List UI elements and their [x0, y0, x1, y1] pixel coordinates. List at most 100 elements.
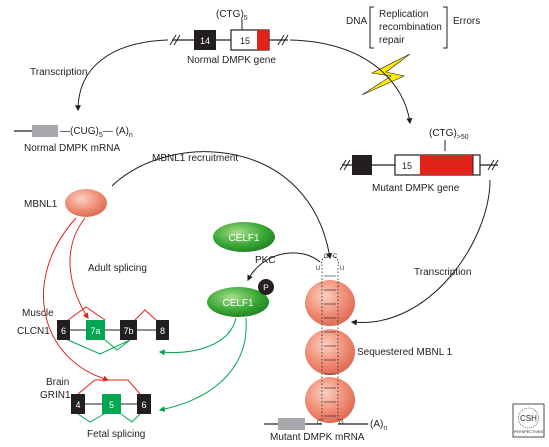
grin1-fetal-connectors: [77, 413, 141, 423]
normal-mrna-seq: —(CUG)5— (A)n: [60, 126, 133, 139]
hairpin-loop-base-c: C: [333, 254, 338, 260]
celf1-top-label: CELF1: [228, 233, 260, 244]
break-mark-left: [169, 34, 181, 46]
clcn1-exon-6: [57, 320, 70, 340]
clcn1-adult-connectors: [67, 306, 157, 321]
fetal-splicing-arrow-muscle: [158, 317, 237, 356]
mbnl1-protein: [65, 189, 107, 217]
hairpin-loop-base-u: U: [316, 266, 320, 272]
mutant-dmpk-mrna: (A)n Mutant DMPK mRNA: [264, 418, 387, 443]
grin1-exon-6-label: 6: [141, 400, 146, 410]
muscle-clcn1-splicing: Muscle CLCN1 6 7a 7b 8: [17, 306, 169, 355]
fetal-splicing-arrow-brain: [158, 317, 247, 412]
grin1-exon-6: [137, 394, 151, 414]
clcn1-exon-6-label: 6: [61, 326, 66, 336]
normal-repeat-label: (CTG)5: [216, 9, 248, 22]
celf1-phosphorylated-protein: [207, 287, 269, 317]
brain-grin1-splicing: Brain GRIN1 4 5 6 Fetal splicing: [40, 377, 151, 440]
expanded-ctg-repeat: [420, 155, 473, 175]
mutant-exon-15-label: 15: [402, 161, 412, 171]
grin1-adult-connector: [77, 379, 141, 395]
sequestered-mbnl1-1: [305, 280, 355, 326]
clcn1-exon-8-label: 8: [160, 326, 165, 336]
sequestered-mbnl1-3: [305, 377, 355, 423]
mutant-mrna-caption: Mutant DMPK mRNA: [270, 432, 365, 442]
mutant-mrna-tail: (A)n: [370, 419, 387, 432]
normal-ctg-repeat: [257, 30, 269, 50]
left-bracket: [369, 6, 374, 49]
normal-dmpk-mrna: —(CUG)5— (A)n Normal DMPK mRNA: [14, 125, 133, 154]
transcription-left-label: Transcription: [30, 67, 87, 78]
mutant-mrna-exon-box: [278, 418, 305, 430]
phosphate-label: P: [263, 283, 269, 293]
hairpin-base-c: C: [317, 420, 322, 426]
mrna-exon-box: [32, 125, 58, 137]
mutant-break-left: [339, 159, 351, 171]
break-mark-right: [277, 34, 289, 46]
csh-perspectives-logo: CSH PERSPECTIVES: [512, 403, 545, 438]
sequestered-mbnl1-2: [305, 329, 355, 375]
mutant-exon-14: [352, 155, 372, 175]
normal-dmpk-gene: (CTG)5 14 15 Normal DMPK gene: [169, 9, 289, 66]
recombination-text: recombination: [379, 22, 442, 33]
grin1-label: GRIN1: [40, 390, 71, 401]
adult-splicing-arrow-muscle: [69, 217, 89, 320]
fetal-splicing-label: Fetal splicing: [87, 429, 145, 440]
brain-label: Brain: [46, 377, 69, 388]
mbnl1-recruitment-arrow: [111, 151, 333, 260]
mutation-arrow: [289, 39, 413, 125]
repair-text: repair: [379, 35, 405, 46]
clcn1-fetal-connectors: [67, 339, 131, 355]
hairpin-loop-base-g: G: [324, 254, 329, 260]
mbnl1-recruitment-label: MBNL1 recruitment: [152, 153, 238, 164]
pkc-arrow: [247, 252, 321, 282]
mutant-dmpk-gene: (CTG)>50 15 Mutant DMPK gene: [339, 128, 499, 194]
normal-gene-caption: Normal DMPK gene: [187, 55, 276, 66]
clcn1-exon-7b: [120, 320, 137, 340]
celf1-mid-label: CELF1: [222, 298, 254, 309]
hairpin-base-pairs: [324, 275, 336, 417]
mutant-mrna-hairpin: U G C U C G Sequestered MBNL 1: [305, 254, 453, 426]
logo-wordmark: PERSPECTIVES: [514, 430, 544, 434]
right-bracket: [443, 6, 448, 49]
hairpin-base-g: G: [339, 420, 344, 426]
adult-splicing-label: Adult splicing: [88, 263, 147, 274]
replication-text: Replication: [379, 9, 428, 20]
mbnl1-label: MBNL1: [24, 199, 58, 210]
muscle-label: Muscle: [22, 308, 54, 319]
logo-frame: [512, 403, 545, 438]
errors-label: Errors: [453, 16, 480, 27]
grin1-exon-4-label: 4: [75, 400, 80, 410]
dna-label: DNA: [346, 16, 367, 27]
celf1-protein: [213, 222, 275, 252]
pkc-label: PKC: [255, 255, 276, 266]
mutant-break-right: [487, 159, 499, 171]
hairpin-loop: [321, 255, 339, 267]
logo-ring-icon: [518, 407, 539, 429]
phosphate-icon: [258, 279, 274, 295]
dna-errors-box: DNA Replication recombination repair Err…: [346, 6, 480, 49]
clcn1-exon-7a: [86, 320, 105, 340]
exon-14-label: 14: [200, 36, 210, 46]
mutant-repeat-label: (CTG)>50: [429, 128, 469, 141]
sequestered-mbnl1-label: Sequestered MBNL 1: [357, 347, 453, 358]
hairpin-loop-base-u2: U: [340, 266, 344, 272]
clcn1-label: CLCN1: [17, 326, 50, 337]
adult-splicing-arrow-brain: [43, 217, 110, 382]
clcn1-exon-8: [156, 320, 169, 340]
grin1-exon-5-label: 5: [109, 400, 114, 410]
transcription-arrow-right: [350, 179, 491, 326]
mutant-gene-caption: Mutant DMPK gene: [372, 183, 460, 194]
grin1-exon-5: [102, 394, 121, 414]
normal-mrna-caption: Normal DMPK mRNA: [24, 143, 120, 154]
grin1-exon-4: [71, 394, 85, 414]
exon-15-label: 15: [240, 36, 250, 46]
clcn1-exon-7b-label: 7b: [123, 326, 133, 336]
clcn1-exon-7a-label: 7a: [90, 326, 100, 336]
exon-14: [194, 30, 216, 50]
transcription-arrow-left: [75, 39, 169, 112]
logo-mark: CSH: [520, 414, 537, 423]
transcription-right-label: Transcription: [414, 267, 471, 278]
